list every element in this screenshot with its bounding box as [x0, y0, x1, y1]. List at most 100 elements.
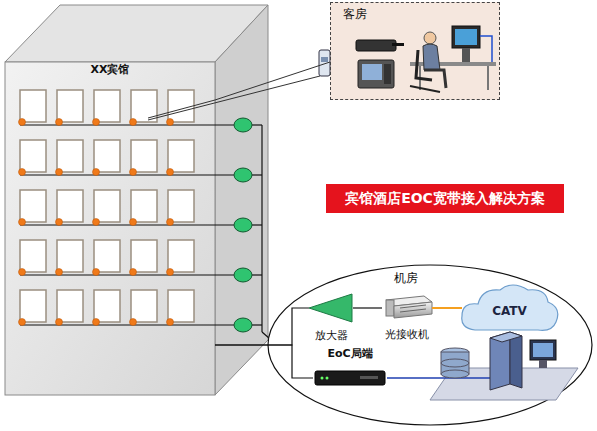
socket-dot [130, 119, 137, 126]
socket-dot [93, 119, 100, 126]
connector [215, 62, 330, 100]
socket-dot [19, 169, 26, 176]
room-window [94, 190, 120, 222]
room-window [168, 90, 194, 122]
floor-cable [20, 274, 234, 275]
room-window [57, 90, 83, 122]
socket-dot [19, 269, 26, 276]
room-window [20, 290, 46, 322]
node-label: 放大器 [315, 329, 348, 343]
connector [215, 345, 313, 378]
leader-line [148, 100, 215, 118]
socket-dot [93, 319, 100, 326]
room-window [57, 240, 83, 272]
machine-room: 机房放大器 光接收机 CATV EoC局端 [268, 265, 592, 425]
floor-cable [20, 124, 234, 125]
socket-dot [167, 169, 174, 176]
socket-dot [93, 169, 100, 176]
socket-dot [130, 169, 137, 176]
socket-dot [19, 119, 26, 126]
connector [215, 308, 309, 345]
room-window [168, 290, 194, 322]
room-window [168, 190, 194, 222]
socket-dot [130, 319, 137, 326]
connector [432, 307, 462, 309]
floor-cable [252, 224, 262, 225]
socket-dot [167, 319, 174, 326]
connector [353, 307, 382, 308]
room-window [94, 140, 120, 172]
floor-cable [252, 274, 262, 275]
socket-dot [56, 269, 63, 276]
node-label: 客房 [343, 7, 367, 22]
room-window [57, 290, 83, 322]
room-callout: 客房 [330, 2, 500, 100]
amplifier-symbol [309, 294, 352, 322]
room-window [20, 140, 46, 172]
socket-dot [19, 219, 26, 226]
room-window [57, 190, 83, 222]
socket-dot [56, 319, 63, 326]
floor-cable [20, 224, 234, 225]
amplifier: 放大器 [309, 294, 353, 344]
room-window [20, 90, 46, 122]
room-window [131, 190, 157, 222]
room-window [131, 290, 157, 322]
socket-dot [93, 219, 100, 226]
splitter-node [234, 268, 252, 282]
room-window [94, 290, 120, 322]
eoc-head: EoC局端 [313, 346, 387, 390]
socket-dot [167, 269, 174, 276]
node-label: XX宾馆 [91, 63, 130, 77]
optical-receiver: 光接收机 [382, 292, 432, 343]
node-label: 宾馆酒店EOC宽带接入解决方案 [345, 190, 545, 208]
socket-dot [167, 119, 174, 126]
socket-dot [130, 219, 137, 226]
socket-dot [167, 219, 174, 226]
leader-line [148, 76, 320, 120]
room-window [168, 240, 194, 272]
socket-dot [56, 219, 63, 226]
title-banner: 宾馆酒店EOC宽带接入解决方案 [326, 184, 564, 213]
node-label: CATV [492, 304, 527, 319]
room-ellipse [268, 265, 592, 425]
splitter-node [234, 218, 252, 232]
room-window [94, 90, 120, 122]
node-label: EoC局端 [327, 347, 372, 361]
room-window [20, 190, 46, 222]
building-side [215, 5, 268, 395]
socket-dot [56, 119, 63, 126]
floor-wiring [19, 90, 263, 332]
cloud-shape [462, 285, 558, 330]
node-label: 机房 [394, 271, 418, 286]
socket-dot [130, 269, 137, 276]
floor-cable [20, 324, 234, 325]
floor-cable [252, 124, 262, 125]
trunk-line [261, 125, 262, 332]
room-window [131, 90, 157, 122]
room-equipment [356, 26, 496, 92]
floor-cable [252, 324, 262, 325]
building-front [5, 62, 215, 395]
floor-cable [252, 174, 262, 175]
splitter-node [234, 118, 252, 132]
room-window [131, 240, 157, 272]
room-window [168, 140, 194, 172]
room-panel [330, 2, 500, 100]
splitter-node [234, 318, 252, 332]
floor-cable [20, 174, 234, 175]
room-window [94, 240, 120, 272]
optical-receiver-icon [386, 296, 432, 318]
hotel-building: XX宾馆 [5, 60, 215, 395]
catv-cloud: CATV [462, 284, 557, 332]
socket-dot [19, 319, 26, 326]
splitter-node [234, 168, 252, 182]
server-group [430, 332, 578, 400]
room-window [57, 140, 83, 172]
room-window [131, 140, 157, 172]
network-cable [387, 377, 438, 379]
room-window [20, 240, 46, 272]
node-label: 光接收机 [385, 328, 429, 342]
